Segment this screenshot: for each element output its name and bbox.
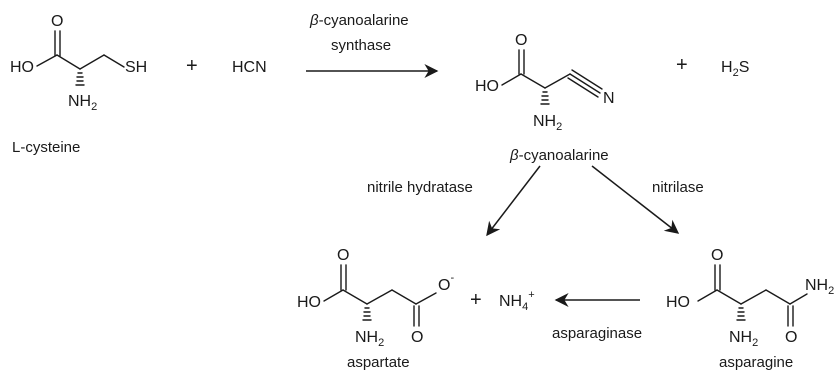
nitrilase-arrow — [591, 165, 680, 234]
nitrile-hydratase-label: nitrile hydratase — [367, 179, 473, 196]
cyanoalanine-amine: NH2 — [533, 113, 562, 133]
aspartate-name: aspartate — [347, 354, 410, 371]
cyanoalanine-carbonyl-oxygen: O — [515, 32, 527, 49]
cysteine-hydroxyl: HO — [10, 59, 34, 76]
cyanoalanine-name: β-cyanoalarine — [509, 147, 609, 164]
cysteine-molecule: O HO SH NH2 L-cysteine — [10, 13, 147, 156]
h2s-molecule: H2S — [721, 59, 749, 79]
asparagine-carbonyl-oxygen-1: O — [711, 247, 723, 264]
asparagine-name: asparagine — [719, 354, 793, 371]
aspartate-molecule: O HO O- O NH2 aspartate — [297, 247, 454, 371]
synthase-label-line2: synthase — [331, 37, 391, 54]
plus-sign-2: + — [676, 54, 688, 76]
cysteine-name: L-cysteine — [12, 139, 80, 156]
asparagine-amide-nitrogen: NH2 — [805, 277, 834, 297]
nitrilase-label: nitrilase — [652, 179, 704, 196]
plus-sign-1: + — [186, 55, 198, 77]
cyanoalanine-hydroxyl: HO — [475, 78, 499, 95]
cyanoalanine-molecule: O HO N NH2 β-cyanoalarine — [475, 32, 615, 164]
aspartate-carbonyl-oxygen-2: O — [411, 329, 423, 346]
asparagine-carbonyl-oxygen-2: O — [785, 329, 797, 346]
aspartate-hydroxyl: HO — [297, 294, 321, 311]
aspartate-amine: NH2 — [355, 329, 384, 349]
aspartate-carbonyl-oxygen-1: O — [337, 247, 349, 264]
asparagine-amine: NH2 — [729, 329, 758, 349]
cysteine-amine: NH2 — [68, 93, 97, 113]
asparaginase-label: asparaginase — [552, 325, 642, 342]
ammonium-ion: NH4+ — [499, 289, 535, 313]
cysteine-carbonyl-oxygen: O — [51, 13, 63, 30]
nitrile-hydratase-arrow — [486, 165, 541, 237]
aspartate-carboxylate-oxygen: O- — [438, 272, 454, 294]
cysteine-thiol: SH — [125, 59, 147, 76]
asparagine-molecule: O HO NH2 O NH2 asparagine — [666, 247, 834, 371]
synthase-label-line1: β-cyanoalarine — [309, 12, 409, 29]
cyanoalanine-nitrile-nitrogen: N — [603, 90, 615, 107]
asparagine-hydroxyl: HO — [666, 294, 690, 311]
hcn-molecule: HCN — [232, 59, 267, 76]
plus-sign-3: + — [470, 289, 482, 311]
